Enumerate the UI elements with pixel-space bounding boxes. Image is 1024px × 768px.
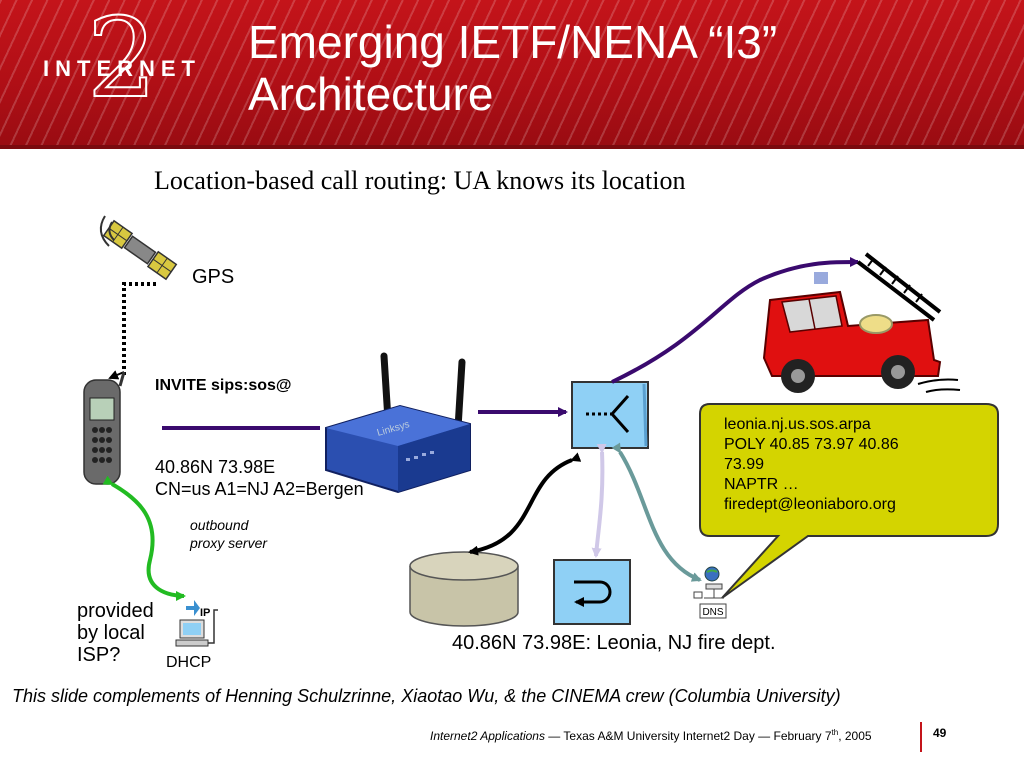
router-icon: Linksys: [325, 352, 471, 494]
dhcp-label: DHCP: [166, 654, 212, 671]
fire-truck-icon: [762, 252, 961, 393]
isp-line-3: ISP?: [77, 644, 121, 666]
location-server-icon: [553, 559, 631, 625]
server-locserver-arrow: [591, 443, 607, 558]
footer-divider: [920, 722, 922, 752]
dns-label: DNS: [702, 607, 723, 618]
proxy-line-2: proxy server: [190, 535, 268, 551]
footer-credit-rest: — Texas A&M University Internet2 Day — F…: [544, 729, 832, 743]
logo-text: INTERNET: [43, 56, 201, 81]
isp-line-2: by local: [77, 622, 145, 644]
logo-mark: 2: [87, 8, 157, 122]
dns-record-text: leonia.nj.us.sos.arpa POLY 40.85 73.97 4…: [724, 415, 964, 515]
bubble-line-4: NAPTR …: [724, 476, 799, 493]
dns-server-icon: DNS: [693, 566, 727, 619]
bubble-line-3: 73.99: [724, 456, 765, 473]
location-database-icon: [409, 551, 519, 627]
title-line-2: Architecture: [248, 68, 494, 120]
satellite-icon: [99, 215, 178, 281]
server-to-firedept-arrow: [611, 257, 860, 384]
proxy-label: outbound proxy server: [190, 516, 267, 552]
server-dns-arrow: [611, 442, 702, 582]
isp-question: provided by local ISP?: [77, 600, 154, 666]
footer-credit-year: , 2005: [838, 729, 872, 743]
phone-dhcp-arrow: [102, 475, 186, 601]
subtitle: Location-based call routing: UA knows it…: [154, 166, 686, 195]
page-title: Emerging IETF/NENA “I3” Architecture: [248, 16, 948, 120]
page-number: 49: [933, 726, 947, 740]
slide-header: [0, 0, 1024, 145]
caller-location: 40.86N 73.98E CN=us A1=NJ A2=Bergen: [155, 456, 364, 500]
footer-credit: Internet2 Applications — Texas A&M Unive…: [430, 728, 872, 743]
gps-arrow: [108, 370, 125, 380]
footer-credit-italic: Internet2 Applications: [430, 729, 545, 743]
gps-link: [122, 282, 156, 378]
header-pattern: [0, 0, 1024, 145]
server-database-arrow: [468, 452, 582, 556]
result-label: 40.86N 73.98E: Leonia, NJ fire dept.: [452, 632, 776, 654]
proxy-line-1: outbound: [190, 517, 249, 533]
ip-label: IP: [200, 607, 210, 619]
bubble-line-2: POLY 40.85 73.97 40.86: [724, 436, 899, 453]
phone-icon: [83, 371, 126, 485]
bubble-line-1: leonia.nj.us.sos.arpa: [724, 416, 871, 433]
location-civic: CN=us A1=NJ A2=Bergen: [155, 479, 364, 499]
title-line-1: Emerging IETF/NENA “I3”: [248, 16, 778, 68]
footer-credit-sup: th: [831, 728, 839, 737]
gps-label: GPS: [192, 266, 235, 288]
header-rule: [0, 145, 1024, 149]
sip-server-icon: [571, 381, 649, 449]
dhcp-server-icon: IP: [175, 600, 218, 647]
bubble-line-5: firedept@leoniaboro.org: [724, 496, 896, 513]
invite-label: INVITE sips:sos@: [155, 377, 292, 394]
attribution-note: This slide complements of Henning Schulz…: [12, 686, 841, 706]
internet2-logo: 2 INTERNET: [43, 8, 201, 123]
dns-record-bubble: [699, 403, 999, 599]
location-coords: 40.86N 73.98E: [155, 457, 276, 477]
isp-line-1: provided: [77, 600, 154, 622]
